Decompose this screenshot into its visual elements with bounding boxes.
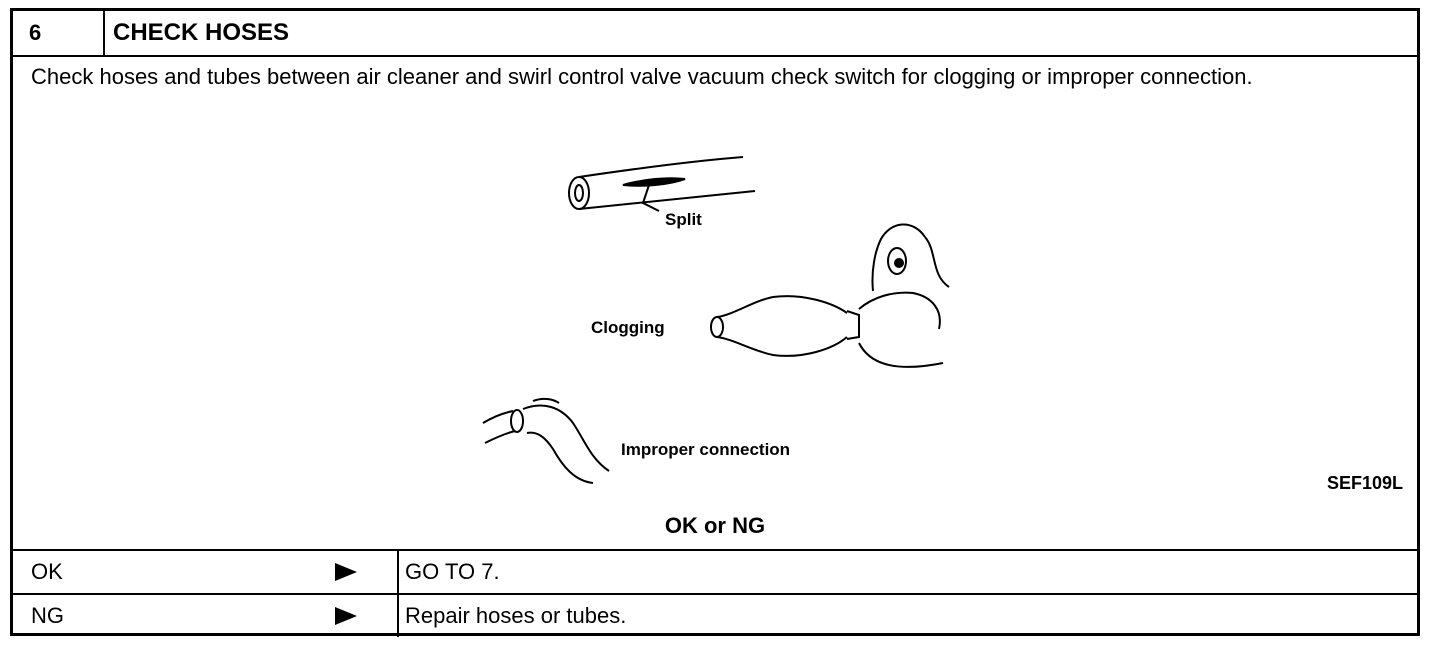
- row-divider: [397, 595, 399, 637]
- result-label: NG: [31, 603, 64, 628]
- step-header: 6 CHECK HOSES: [13, 11, 1417, 57]
- result-row-ok: OK GO TO 7.: [13, 549, 1417, 593]
- clogging-label: Clogging: [591, 318, 665, 337]
- clogging-drawing: [710, 223, 950, 368]
- split-hose-drawing: [568, 156, 756, 212]
- improper-connection-label: Improper connection: [621, 440, 790, 459]
- result-heading: OK or NG: [664, 513, 766, 538]
- figure-code: SEF109L: [1326, 473, 1403, 493]
- improper-connection-drawing: [482, 397, 610, 484]
- hose-inspection-illustration: Split Clogging Improper connection: [482, 156, 950, 484]
- arrow-right-icon: [335, 607, 357, 625]
- result-row-ng: NG Repair hoses or tubes.: [13, 593, 1417, 637]
- step-table: 6 CHECK HOSES Check hoses and tubes betw…: [10, 8, 1420, 637]
- arrow-right-icon: [335, 563, 357, 581]
- step-number: 6: [13, 11, 105, 55]
- instruction-text: Check hoses and tubes between air cleane…: [31, 64, 1253, 89]
- result-action: Repair hoses or tubes.: [405, 603, 627, 628]
- step-title: CHECK HOSES: [113, 19, 290, 46]
- result-action: GO TO 7.: [405, 559, 500, 584]
- split-label: Split: [665, 210, 702, 229]
- result-label: OK: [31, 559, 63, 584]
- row-divider: [397, 551, 399, 593]
